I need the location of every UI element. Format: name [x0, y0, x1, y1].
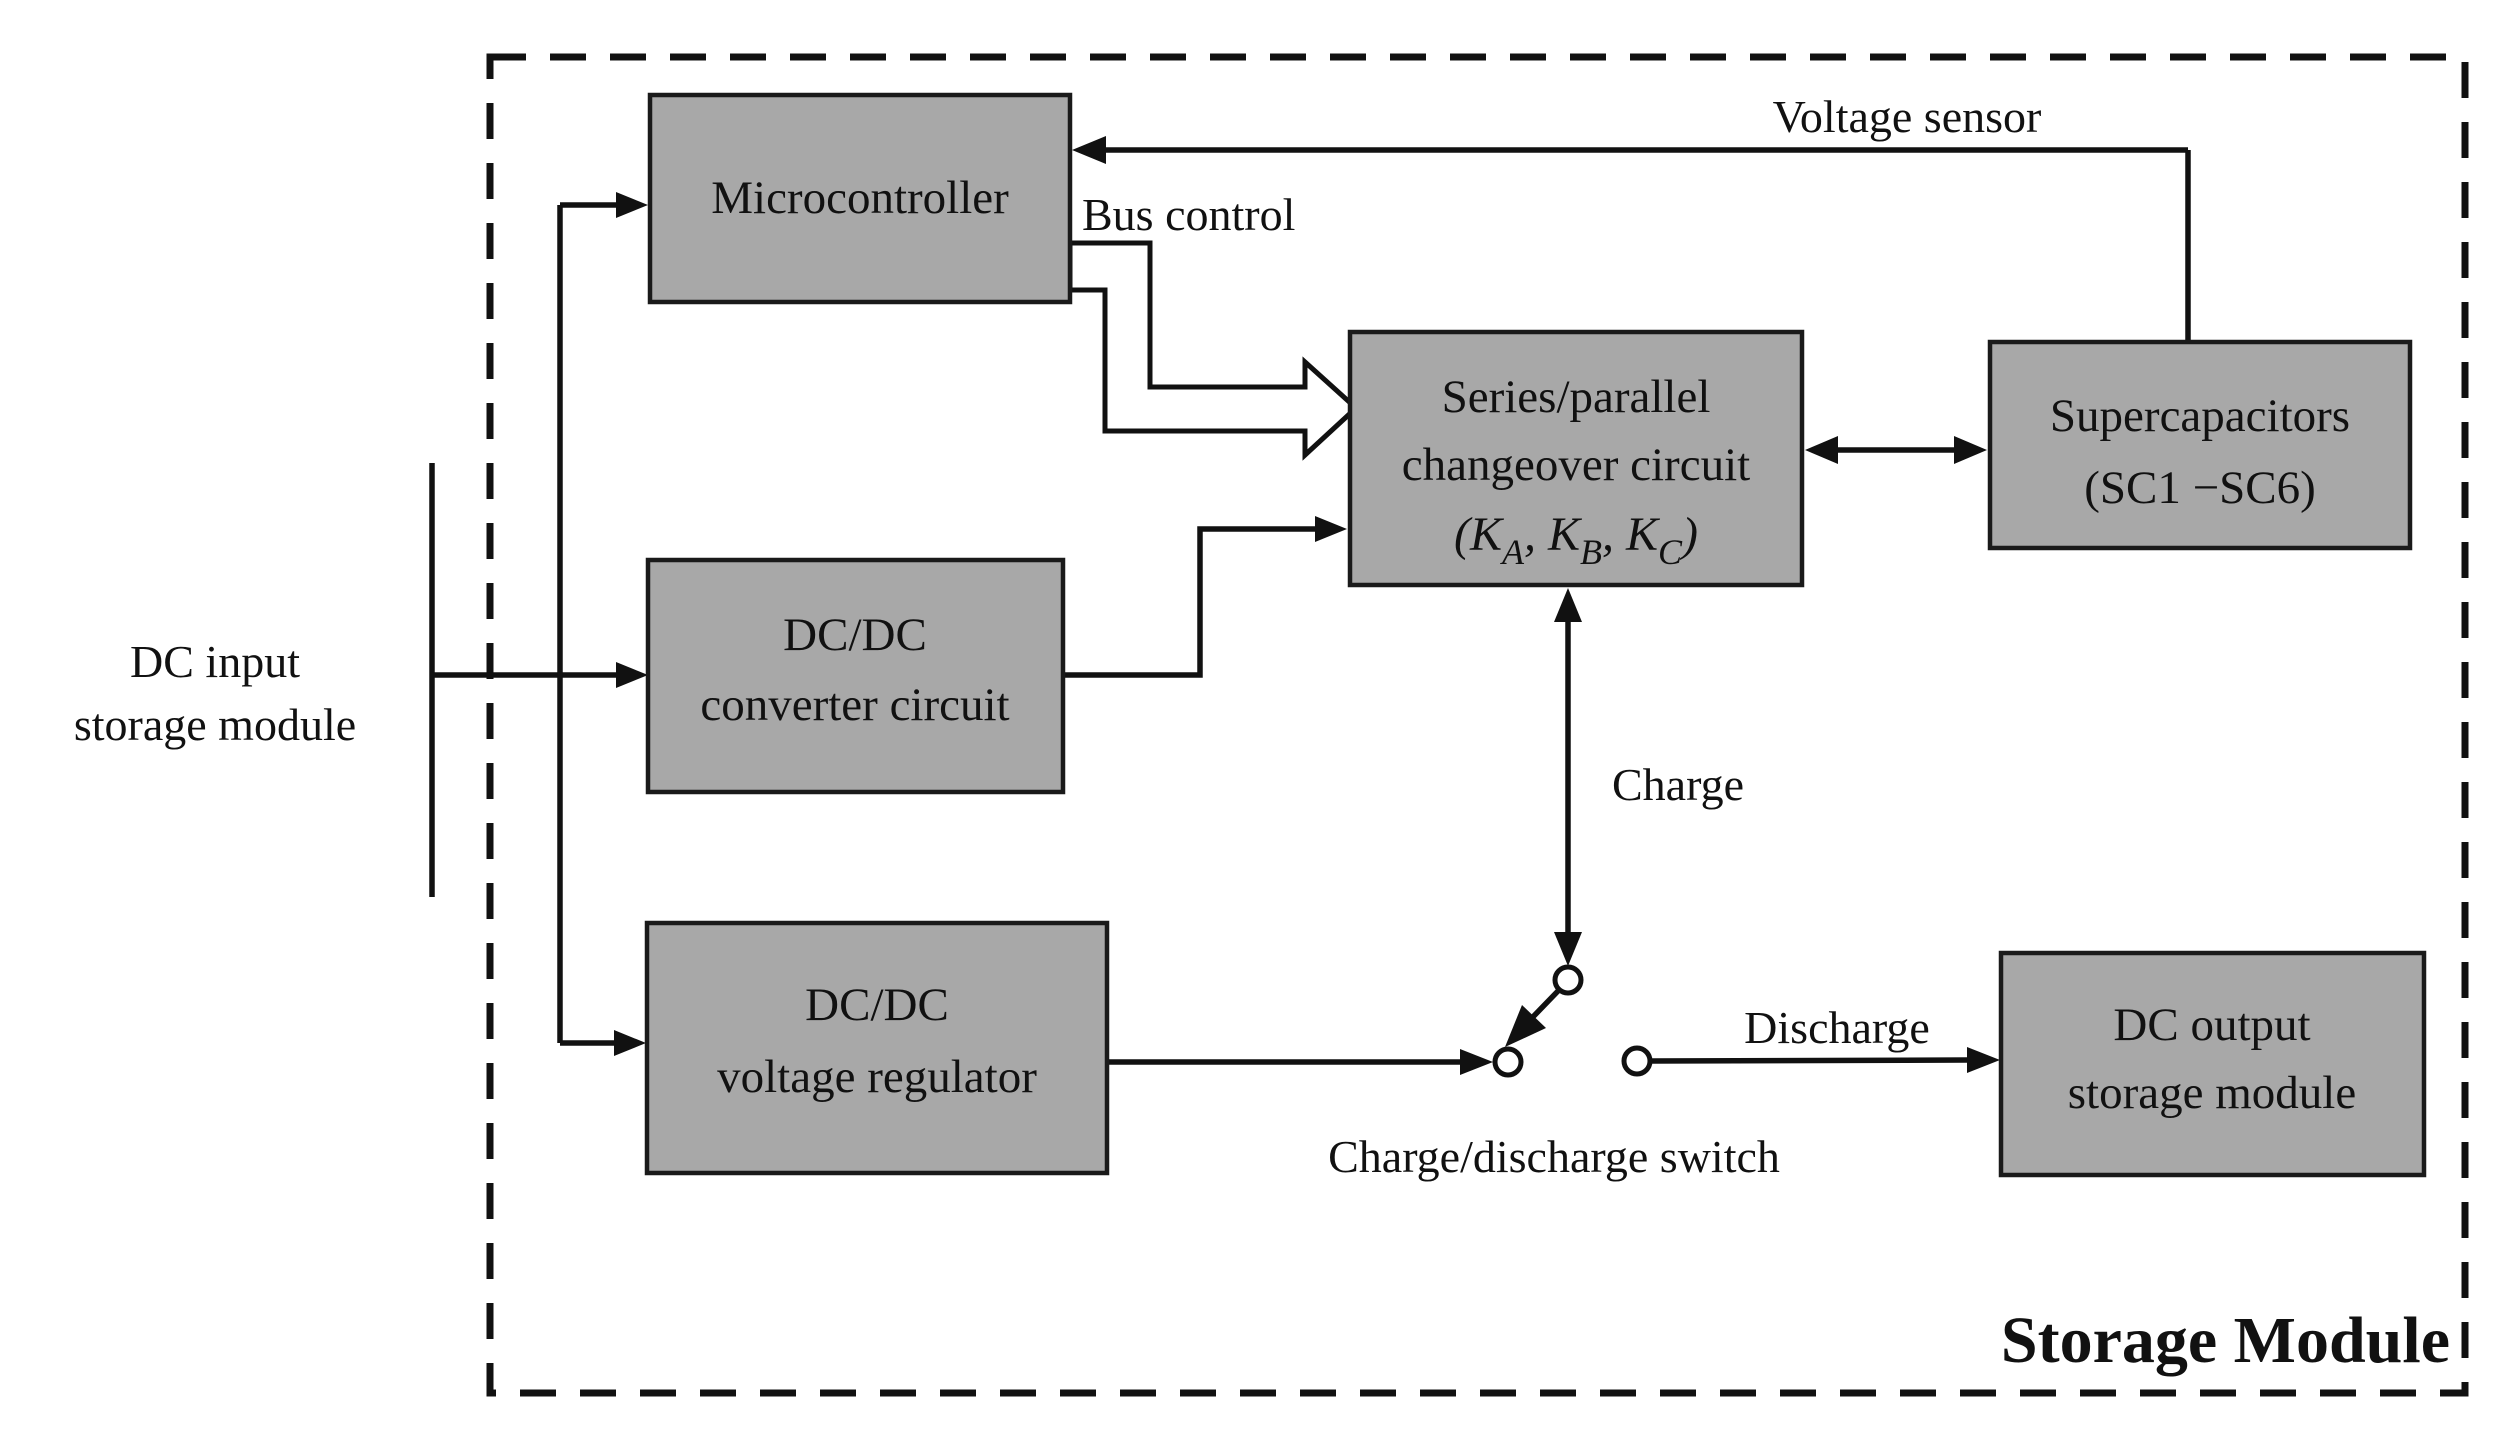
arrowhead-into-changeover — [1315, 516, 1347, 542]
arrowhead-into-supercapacitors — [1954, 436, 1987, 464]
supercapacitors-box — [1987, 339, 2413, 551]
bus-control-label: Bus control — [1082, 189, 1295, 240]
microcontroller-label: Microcontroller — [711, 172, 1009, 224]
supercapacitors-label-line2: (SC1 −SC6) — [2084, 462, 2316, 514]
k-sub-a: A — [1500, 532, 1525, 572]
arrowhead-into-dc-output — [1967, 1047, 2000, 1073]
dc-output-label-line1: DC output — [2113, 999, 2310, 1051]
changeover-label-line1: Series/parallel — [1442, 371, 1711, 423]
k-mid-1: , K — [1524, 508, 1583, 561]
arrowhead-into-microcontroller-right — [1072, 136, 1106, 164]
microcontroller-box — [647, 92, 1073, 305]
dcdc-voltage-regulator-label-line1: DC/DC — [805, 979, 949, 1031]
dcdc-voltage-regulator-label-line2: voltage regulator — [717, 1051, 1037, 1103]
switch-arm-arrowhead — [1505, 1005, 1546, 1047]
dc-output-label-line2: storage module — [2068, 1067, 2356, 1119]
dcdc-converter-label-line1: DC/DC — [783, 609, 927, 661]
converter-to-changeover-wire — [1063, 526, 1316, 678]
dc-input-label-line2: storage module — [74, 699, 356, 750]
dcdc-converter-label-line2: converter circuit — [700, 679, 1009, 731]
arrowhead-into-converter — [616, 662, 648, 688]
dc-input-label-line1: DC input — [130, 636, 300, 687]
bus-control-block-arrow — [1067, 240, 1360, 461]
switch-charge-contact — [1552, 964, 1584, 996]
switch-label: Charge/discharge switch — [1328, 1131, 1780, 1182]
charge-label: Charge — [1612, 759, 1744, 810]
k-mid-2: , K — [1602, 508, 1661, 561]
storage-module-title: Storage Module — [2001, 1304, 2450, 1377]
k-close: ) — [1679, 508, 1698, 561]
arrowhead-down-to-switch — [1554, 932, 1582, 966]
discharge-wire — [1649, 1057, 1969, 1064]
switch-discharge-contact — [1621, 1045, 1653, 1077]
dcdc-voltage-regulator-box — [644, 920, 1110, 1176]
k-sub-c: C — [1658, 532, 1683, 572]
storage-module-boundary — [486, 53, 2469, 1397]
switch-common-contact — [1492, 1046, 1524, 1078]
dc-output-box — [1998, 950, 2427, 1178]
arrowhead-into-switch-common — [1460, 1049, 1493, 1075]
k-sub-b: B — [1580, 532, 1602, 572]
arrowhead-into-regulator — [614, 1030, 646, 1056]
discharge-label: Discharge — [1744, 1002, 1930, 1053]
k-open: (K — [1454, 508, 1505, 561]
changeover-label-line2: changeover circuit — [1402, 439, 1750, 491]
changeover-circuit-box — [1347, 329, 1805, 588]
supercapacitors-label-line1: Supercapacitors — [2050, 390, 2350, 442]
changeover-label-kline: (KA, KB, KC) — [1454, 508, 1698, 572]
dcdc-converter-box — [645, 557, 1066, 795]
arrowhead-up-into-changeover — [1554, 588, 1582, 622]
arrowhead-into-microcontroller — [616, 192, 648, 218]
arrowhead-into-changeover-right — [1805, 436, 1838, 464]
switch-arm — [1527, 989, 1560, 1023]
voltage-sensor-label: Voltage sensor — [1773, 91, 2042, 142]
